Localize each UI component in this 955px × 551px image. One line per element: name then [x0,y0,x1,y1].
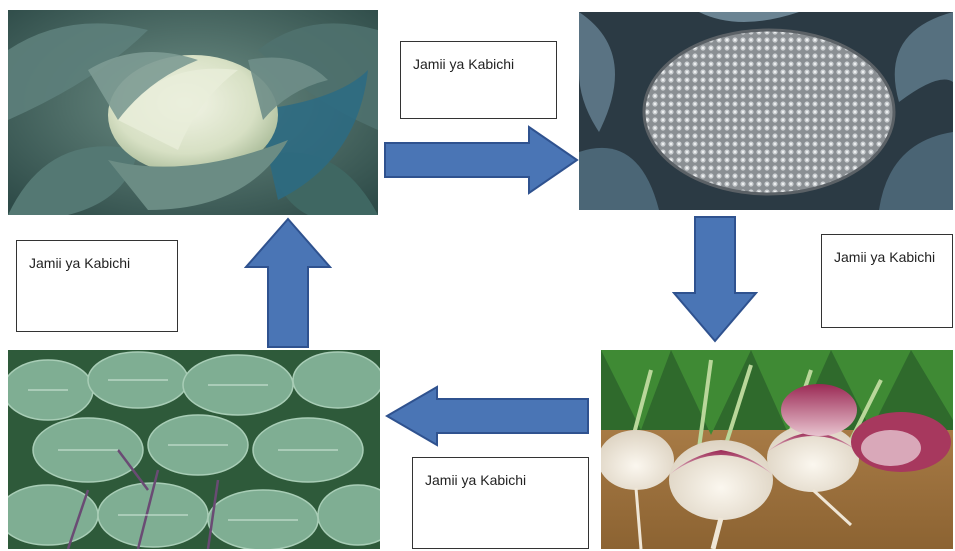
arrow-right [383,125,579,195]
cabbage-photo [8,10,378,215]
arrow-down-shape [674,217,756,341]
label-text-right: Jamii ya Kabichi [834,249,935,265]
arrow-right-shape [385,127,577,193]
label-box-right: Jamii ya Kabichi [821,234,953,328]
cabbage-icon [8,10,378,215]
broccoli-icon [579,12,953,210]
arrow-left [385,385,590,447]
kale-icon [8,350,380,549]
kale-photo [8,350,380,549]
label-box-bottom: Jamii ya Kabichi [412,457,589,549]
arrow-down [672,215,758,343]
label-text-bottom: Jamii ya Kabichi [425,472,526,488]
arrow-up [244,217,332,349]
label-text-left: Jamii ya Kabichi [29,255,130,271]
arrow-left-shape [387,387,588,445]
arrow-up-shape [246,219,330,347]
label-box-top: Jamii ya Kabichi [400,41,557,119]
turnip-photo [601,350,953,549]
broccoli-photo [579,12,953,210]
turnip-icon [601,350,953,549]
label-text-top: Jamii ya Kabichi [413,56,514,72]
label-box-left: Jamii ya Kabichi [16,240,178,332]
